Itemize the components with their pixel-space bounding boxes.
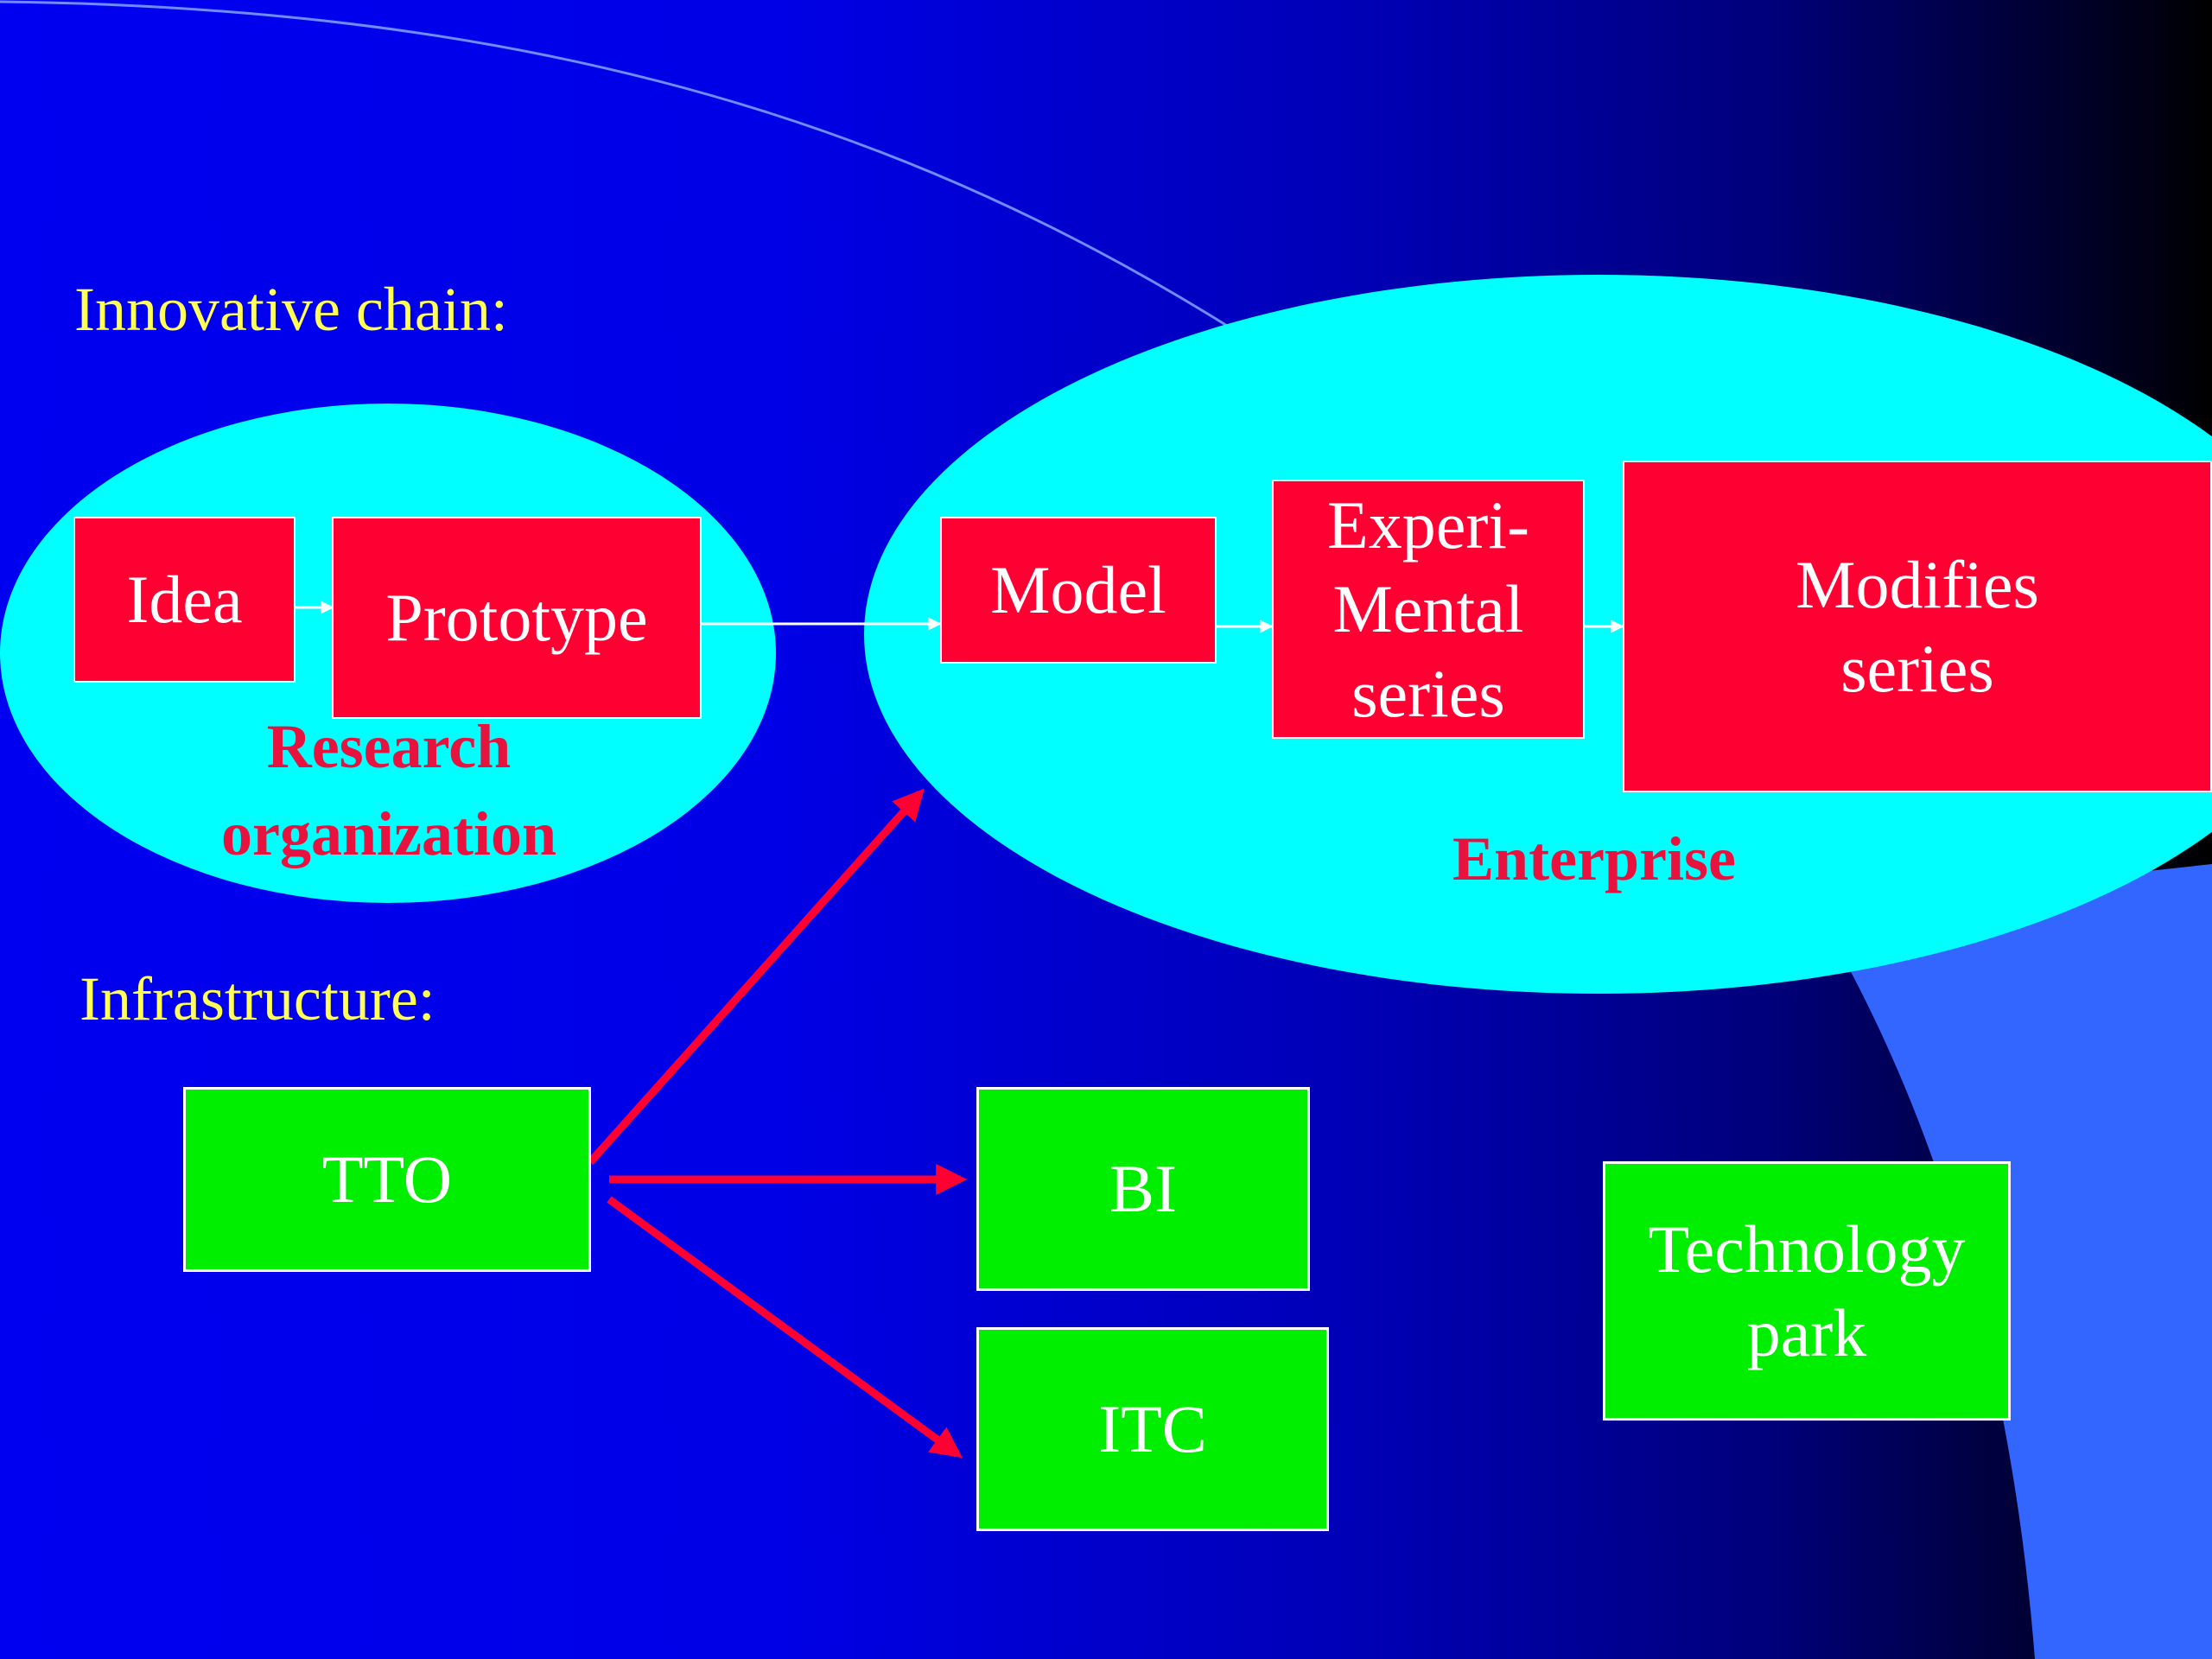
label-research-organization: Research organization	[221, 712, 556, 868]
decorative-arc	[0, 0, 1349, 408]
infra-bi: BI	[976, 1087, 1310, 1291]
label-enterprise: Enterprise	[1452, 824, 1736, 893]
step-model: Model	[940, 517, 1217, 664]
heading-infrastructure: Infrastructure:	[79, 964, 435, 1033]
infra-tto: TTO	[183, 1087, 591, 1272]
step-experimental-series: Experi- Mental series	[1272, 480, 1585, 739]
infra-technology-park: Technology park	[1603, 1161, 2011, 1421]
heading-innovative-chain: Innovative chain:	[74, 275, 508, 344]
decorative-swoosh	[1815, 864, 2212, 1659]
step-prototype: Prototype	[332, 517, 702, 719]
step-idea: Idea	[73, 517, 296, 683]
step-modifies-series: Modifies series	[1623, 461, 2212, 792]
infra-itc: ITC	[976, 1327, 1329, 1531]
